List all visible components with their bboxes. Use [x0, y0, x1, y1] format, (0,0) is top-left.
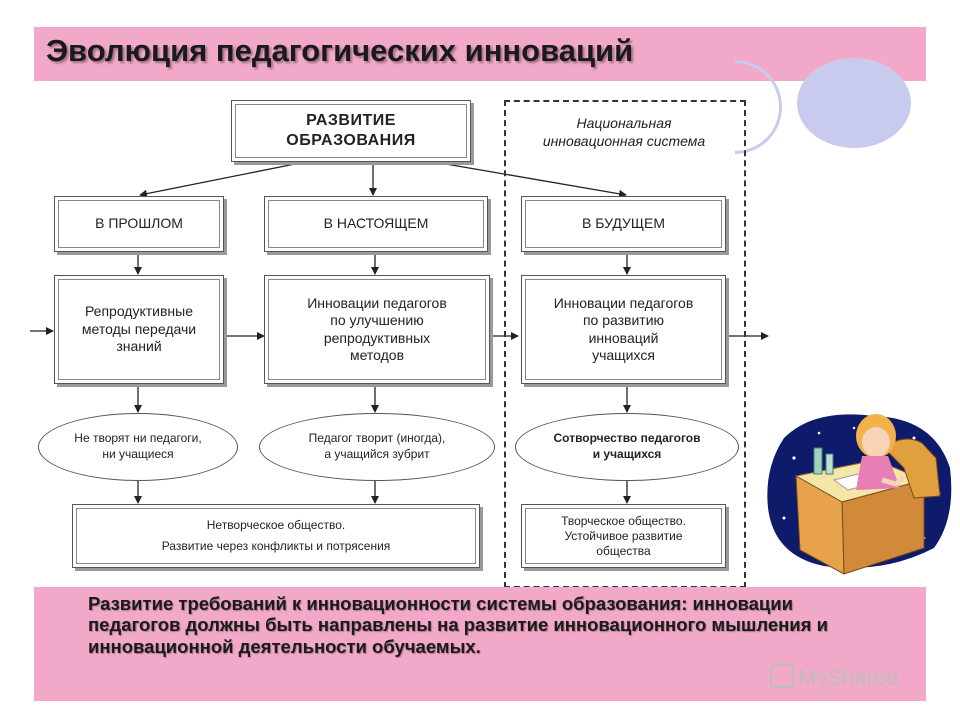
- watermark-logo-icon: [770, 664, 794, 688]
- ellipse-present: Педагог творит (иногда), а учащийся зубр…: [259, 413, 495, 481]
- society-creative-box: Творческое общество. Устойчивое развитие…: [521, 504, 726, 568]
- method-past-box: Репродуктивные методы передачи знаний: [54, 275, 224, 384]
- conclusion-bar: [34, 587, 926, 701]
- national-system-label: Национальная инновационная система: [542, 115, 706, 150]
- header-future-box: В БУДУЩЕМ: [521, 196, 726, 252]
- arrow-top-to-future: [439, 162, 627, 198]
- decor-circle-filled: [797, 58, 911, 148]
- arrow-top-to-past: [139, 162, 301, 198]
- ellipse-past: Не творят ни педагоги, ни учащиеся: [38, 413, 238, 481]
- education-development-box: РАЗВИТИЕ ОБРАЗОВАНИЯ: [231, 100, 471, 162]
- watermark: MyShared: [770, 664, 898, 691]
- title-bar: [34, 27, 926, 81]
- society-noncreative-box: Нетворческое общество. Развитие через ко…: [72, 504, 480, 568]
- header-past-box: В ПРОШЛОМ: [54, 196, 224, 252]
- conclusion-text: Развитие требований к инновационности си…: [88, 593, 828, 657]
- method-present-box: Инновации педагогов по улучшению репроду…: [264, 275, 490, 384]
- header-present-box: В НАСТОЯЩЕМ: [264, 196, 488, 252]
- method-future-box: Инновации педагогов по развитию инноваци…: [521, 275, 726, 384]
- slide-title: Эволюция педагогических инноваций: [46, 33, 634, 68]
- ellipse-future: Сотворчество педагогов и учащихся: [515, 413, 739, 481]
- student-desk-picture: [767, 414, 952, 575]
